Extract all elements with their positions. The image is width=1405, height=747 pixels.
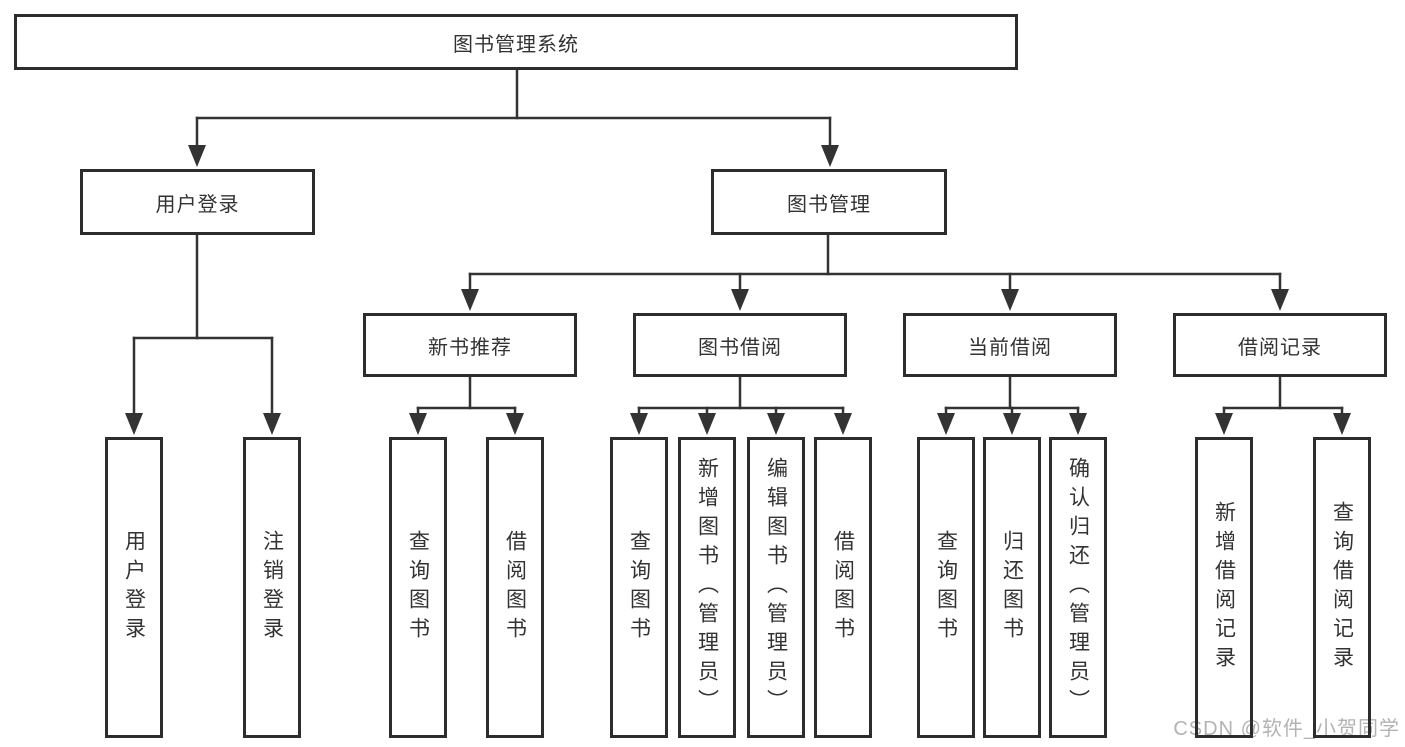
node-current-borrow: 当前借阅 (903, 313, 1117, 377)
leaf-current-return-book: 归还图书 (983, 437, 1041, 738)
node-book-borrow: 图书借阅 (633, 313, 847, 377)
csdn-watermark: CSDN @软件_小贺同学 (1173, 718, 1400, 740)
leaf-borrow-query-book: 查询图书 (610, 437, 668, 738)
node-borrow-record: 借阅记录 (1173, 313, 1387, 377)
leaf-record-add-record: 新增借阅记录 (1195, 437, 1253, 738)
leaf-user-login: 用户登录 (105, 437, 163, 738)
leaf-current-query-book: 查询图书 (917, 437, 975, 738)
leaf-current-confirm-return: 确认归还（管理员） (1049, 437, 1107, 738)
leaf-borrow-add-book: 新增图书（管理员） (678, 437, 736, 738)
node-root: 图书管理系统 (14, 14, 1018, 70)
leaf-record-query-record: 查询借阅记录 (1313, 437, 1371, 738)
leaf-recommend-borrow-book: 借阅图书 (486, 437, 544, 738)
leaf-recommend-query-book: 查询图书 (389, 437, 447, 738)
node-new-book-recommend: 新书推荐 (363, 313, 577, 377)
node-user-login: 用户登录 (80, 169, 315, 235)
arrowhead-icons (125, 145, 1351, 435)
leaf-logout: 注销登录 (243, 437, 301, 738)
leaf-borrow-edit-book: 编辑图书（管理员） (747, 437, 805, 738)
leaf-borrow-borrow-book: 借阅图书 (814, 437, 872, 738)
node-book-management: 图书管理 (711, 169, 947, 235)
